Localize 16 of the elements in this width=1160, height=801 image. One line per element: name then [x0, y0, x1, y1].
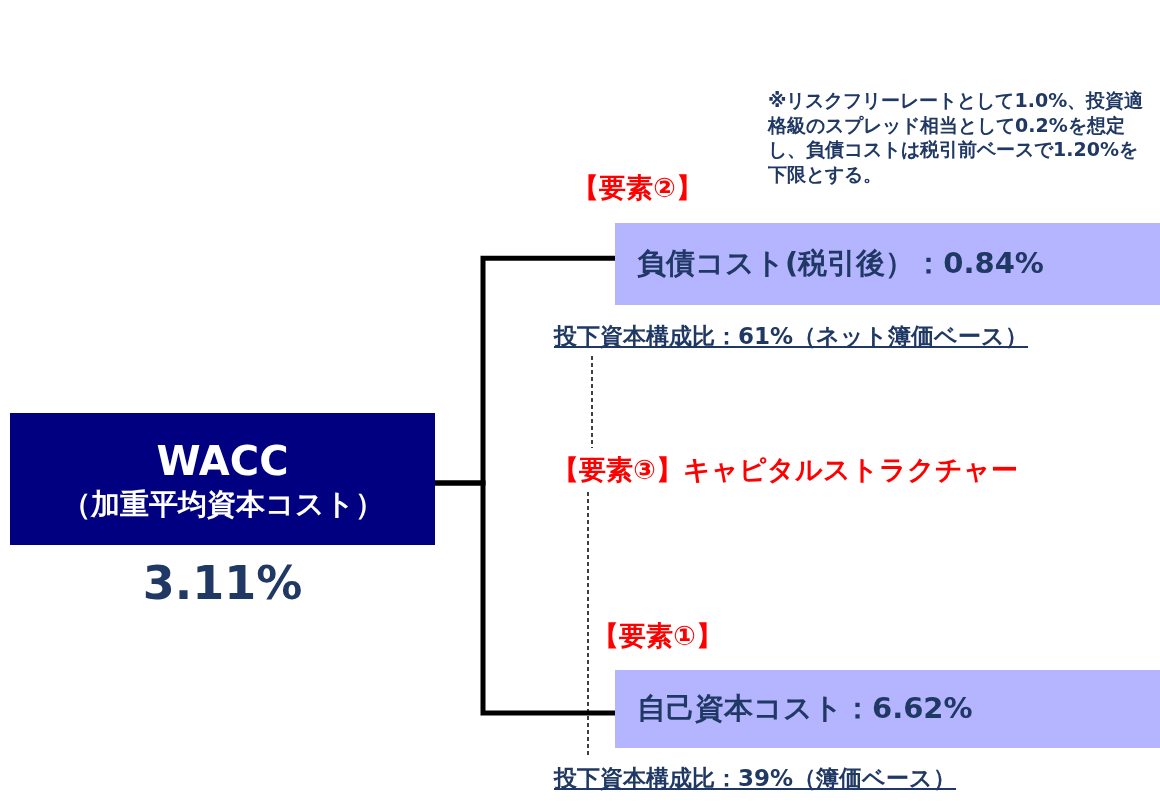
dashed-connector: [591, 355, 593, 449]
cost-box: [615, 223, 1160, 305]
cost-text: 負債コスト(税引後）：0.84%: [637, 245, 1044, 282]
note-text: ※リスクフリーレートとして1.0%、投資適格級のスプレッド相当として0.2%を想定し、負債コストは税引前ベースで1.20%を下限とする。: [768, 88, 1145, 187]
cost-text: 自己資本コスト：6.62%: [637, 690, 973, 727]
tree-connector: [435, 480, 615, 716]
element-heading: 【要素②】: [572, 171, 703, 205]
subtitle-text: （加重平均資本コスト）: [61, 485, 384, 523]
bare-text: 投下資本構成比：39%（簿価ベース）: [554, 763, 957, 793]
bare-text: 投下資本構成比：61%（ネット簿価ベース）: [554, 321, 1029, 351]
element-heading: 【要素①】: [592, 619, 723, 653]
title-text: WACC: [156, 436, 289, 486]
wacc-box: [10, 413, 435, 545]
cost-box: [615, 670, 1160, 748]
value-text: 3.11%: [141, 556, 304, 610]
bare-text: 【要素③】キャピタルストラクチャー: [552, 453, 1018, 487]
